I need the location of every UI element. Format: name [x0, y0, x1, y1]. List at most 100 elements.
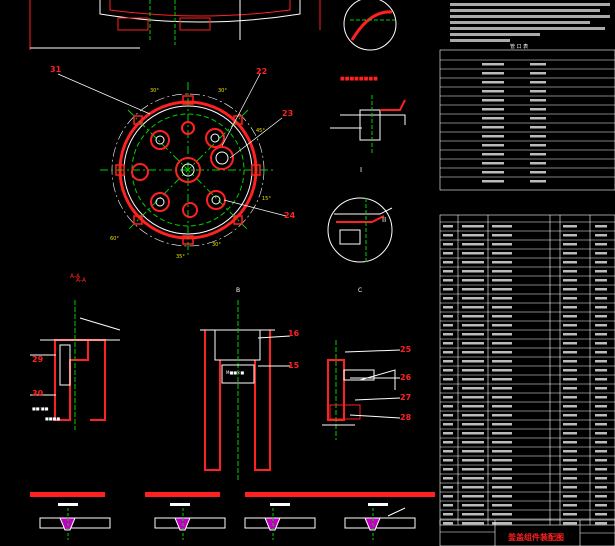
- parts-list-cell: [563, 342, 577, 345]
- parts-list-cell: [443, 234, 453, 237]
- parts-list-cell: [563, 396, 577, 399]
- parts-list-cell: [563, 468, 577, 471]
- parts-list-cell: [563, 387, 577, 390]
- weld-details: [30, 492, 435, 540]
- parts-list-cell: [492, 441, 512, 444]
- svg-text:60°: 60°: [110, 236, 119, 242]
- drawing-name: 釜盖组件装配图: [507, 532, 564, 542]
- parts-list-cell: [595, 495, 607, 498]
- svg-text:■■:■■: ■■:■■: [32, 406, 49, 411]
- nozzle-table-cell: [482, 63, 504, 66]
- nozzle-table-cell: [530, 108, 546, 111]
- parts-list-cell: [492, 504, 512, 507]
- nozzle-table-cell: [482, 162, 504, 165]
- parts-list-cell: [492, 252, 512, 255]
- callout-27: 27: [400, 393, 411, 402]
- parts-list-cell: [595, 504, 607, 507]
- parts-list-cell: [595, 243, 607, 246]
- parts-list-cell: [492, 432, 512, 435]
- parts-list-cell: [595, 459, 607, 462]
- parts-list-cell: [462, 432, 484, 435]
- nozzle-table-cell: [530, 63, 546, 66]
- parts-list-cell: [563, 495, 577, 498]
- parts-list-cell: [492, 414, 512, 417]
- nozzle-table-cell: [482, 117, 504, 120]
- nozzle-table-cell: [530, 135, 546, 138]
- parts-list-cell: [595, 261, 607, 264]
- parts-list-cell: [595, 279, 607, 282]
- parts-list-cell: [462, 405, 484, 408]
- top-partial-view: [29, 0, 321, 50]
- parts-list-cell: [563, 486, 577, 489]
- nozzle-table-cell: [530, 126, 546, 129]
- parts-list-cell: [443, 432, 453, 435]
- parts-list-cell: [492, 279, 512, 282]
- parts-list-cell: [492, 306, 512, 309]
- parts-list-cell: [595, 486, 607, 489]
- parts-list-cell: [563, 333, 577, 336]
- parts-list-cell: [492, 369, 512, 372]
- callout-23: 23: [282, 109, 293, 118]
- parts-list-cell: [563, 315, 577, 318]
- svg-text:■■■■■■■■: ■■■■■■■■: [340, 76, 378, 82]
- callout-24: 24: [284, 211, 296, 220]
- parts-list-cell: [443, 360, 453, 363]
- callout-30: 30: [32, 389, 44, 398]
- parts-list-cell: [492, 387, 512, 390]
- nozzle-table-cell: [530, 153, 546, 156]
- parts-list-cell: [462, 495, 484, 498]
- title-block: [439, 519, 615, 546]
- parts-list-cell: [492, 234, 512, 237]
- nozzle-table-cell: [482, 72, 504, 75]
- parts-list-cell: [595, 324, 607, 327]
- parts-list-cell: [595, 405, 607, 408]
- section-a-a: A-A ■■:■■ ■■■■: [30, 273, 121, 430]
- parts-list-cell: [563, 351, 577, 354]
- parts-list-cell: [462, 279, 484, 282]
- parts-list-cell: [492, 270, 512, 273]
- section-label-c: C: [358, 287, 362, 294]
- nozzle-table-cell: [530, 72, 546, 75]
- parts-list-cell: [443, 243, 453, 246]
- parts-list-cell: [443, 261, 453, 264]
- parts-list-cell: [443, 414, 453, 417]
- parts-list-cell: [462, 306, 484, 309]
- parts-list-cell: [443, 369, 453, 372]
- parts-list-cell: [462, 423, 484, 426]
- parts-list-cell: [492, 342, 512, 345]
- parts-list-cell: [563, 459, 577, 462]
- parts-list-cell: [595, 225, 607, 228]
- nozzle-table-cell: [530, 144, 546, 147]
- parts-list-cell: [563, 414, 577, 417]
- parts-list-cell: [595, 468, 607, 471]
- section-label-b: B: [236, 287, 240, 294]
- parts-list-cell: [492, 315, 512, 318]
- parts-list-cell: [563, 270, 577, 273]
- section-c: [322, 340, 401, 440]
- nozzle-table-cell: [530, 180, 546, 183]
- parts-list-cell: [462, 297, 484, 300]
- nozzle-table-cell: [482, 90, 504, 93]
- parts-list-cell: [462, 441, 484, 444]
- nozzle-table-cell: [530, 117, 546, 120]
- nozzle-table-cell: [482, 171, 504, 174]
- parts-list-cell: [443, 306, 453, 309]
- nozzle-table-cell: [482, 126, 504, 129]
- callout-16: 16: [288, 329, 300, 338]
- parts-list-cell: [563, 306, 577, 309]
- parts-list-cell: [462, 243, 484, 246]
- parts-list-cell: [462, 522, 484, 525]
- parts-list-cell: [595, 351, 607, 354]
- parts-list-cell: [595, 270, 607, 273]
- nozzle-table-cell: [482, 180, 504, 183]
- parts-list-cell: [563, 378, 577, 381]
- parts-list-cell: [443, 477, 453, 480]
- parts-list-cell: [492, 450, 512, 453]
- nozzle-table-rows: [440, 59, 615, 183]
- parts-list-cell: [563, 477, 577, 480]
- callout-31: 31: [50, 65, 62, 74]
- parts-list-cell: [563, 234, 577, 237]
- parts-list-cell: [492, 486, 512, 489]
- nozzle-table-cell: [482, 81, 504, 84]
